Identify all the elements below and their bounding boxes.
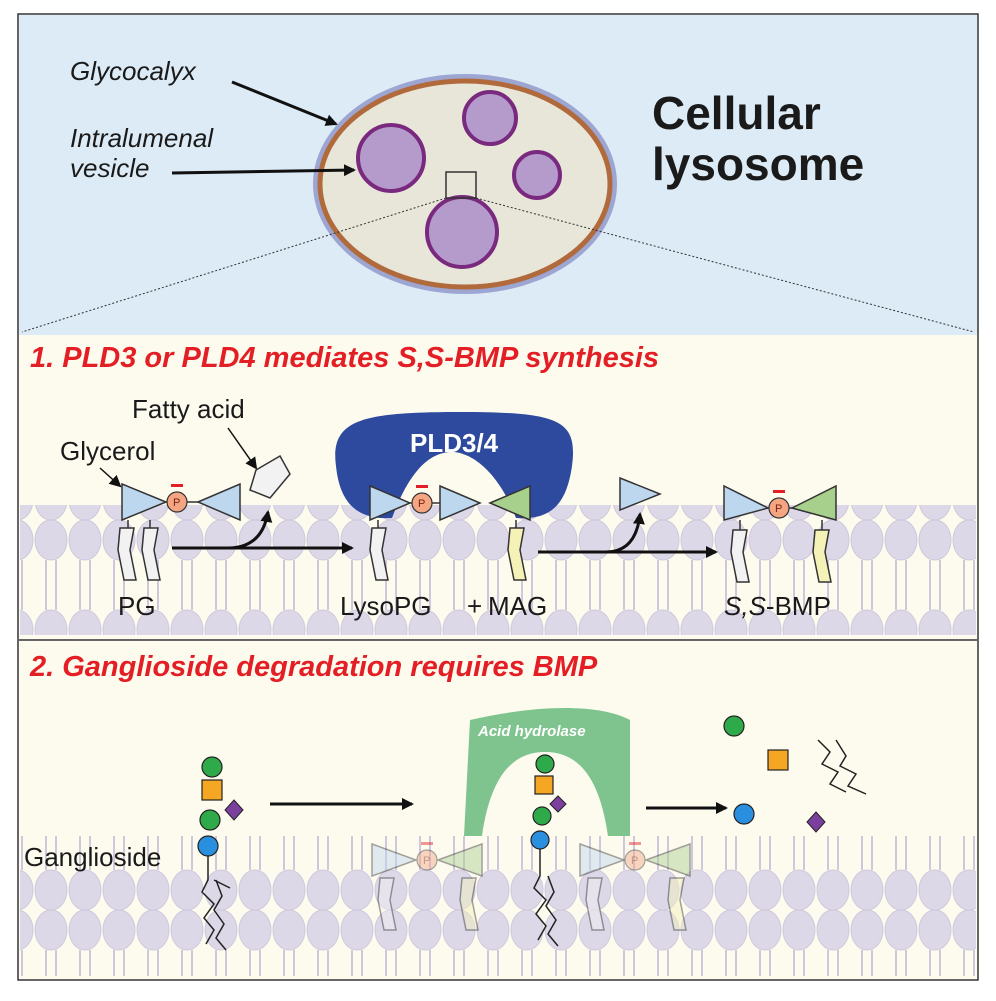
fatty-acid-chain xyxy=(117,527,137,581)
phosphate-label: P xyxy=(423,855,430,867)
released-ceramide xyxy=(817,739,847,793)
ilv-label-line1: Intralumenal xyxy=(70,123,214,153)
vesicle xyxy=(512,150,562,200)
sialic-acid xyxy=(224,799,244,821)
phosphate-label: P xyxy=(173,497,180,509)
glycerol-shape xyxy=(121,482,168,522)
ceramide-chain xyxy=(213,879,227,951)
zoom-box xyxy=(445,171,477,199)
ceramide-chain xyxy=(201,856,215,945)
galnac-sugar xyxy=(201,779,223,801)
glucose-sugar xyxy=(197,835,219,857)
fatty-acid-arrow xyxy=(227,427,258,470)
mag-molecule xyxy=(488,484,531,581)
mag-label: MAG xyxy=(488,591,547,621)
released-sugar xyxy=(723,715,745,737)
galactose-sugar xyxy=(199,809,221,831)
fatty-acid-chain xyxy=(141,527,161,581)
phosphate-charge xyxy=(171,484,183,487)
panel-1-heading: 1. PLD3 or PLD4 mediates S,S-BMP synthes… xyxy=(30,342,659,374)
panel-1: 1. PLD3 or PLD4 mediates S,S-BMP synthes… xyxy=(19,335,977,641)
fatty-acid-release-arrow xyxy=(227,510,273,550)
released-sugar xyxy=(733,803,755,825)
vesicle xyxy=(356,123,426,193)
released-sugar xyxy=(767,749,789,771)
pld34-label: PLD3/4 xyxy=(410,428,499,458)
glycocalyx-label: Glycocalyx xyxy=(70,56,197,86)
membrane-bilayer xyxy=(20,836,976,976)
glucose-sugar xyxy=(201,756,223,778)
glycerol-release-arrow xyxy=(605,512,645,554)
lysopg-molecule: P xyxy=(369,484,482,581)
phosphate-label: P xyxy=(775,503,782,515)
zoom-line-right xyxy=(475,197,975,333)
ganglioside-bound xyxy=(530,754,567,947)
lysosome-section: Glycocalyx Intralumenal vesicle Cellular… xyxy=(19,15,977,335)
vesicle xyxy=(425,195,499,269)
ilv-label-line2: vesicle xyxy=(70,153,149,183)
phosphate-label: P xyxy=(418,498,425,510)
acid-hydrolase-enzyme xyxy=(464,708,630,836)
pld34-enzyme xyxy=(335,412,574,519)
vesicle xyxy=(462,90,518,146)
figure-frame xyxy=(17,13,979,981)
ss-bmp-label: S,S-BMP xyxy=(724,591,831,621)
released-ceramide xyxy=(835,739,867,795)
panel-2: 2. Ganglioside degradation requires BMP … xyxy=(19,641,977,979)
released-fatty-acid xyxy=(249,454,291,499)
pg-label: PG xyxy=(118,591,156,621)
pg-molecule: P xyxy=(117,482,241,581)
ganglioside-molecule xyxy=(197,756,244,951)
released-glycerol xyxy=(619,476,663,512)
glycocalyx-arrow xyxy=(231,80,338,126)
acid-hydrolase-label: Acid hydrolase xyxy=(477,723,586,740)
ilv-arrow xyxy=(171,164,356,177)
lysosome-title-line2: lysosome xyxy=(652,138,864,190)
phosphate-label: P xyxy=(631,855,638,867)
plus-sign: + xyxy=(467,591,482,621)
released-sialic-acid xyxy=(806,811,826,833)
ss-bmp-molecule: P xyxy=(723,484,837,583)
panel-2-heading: 2. Ganglioside degradation requires BMP xyxy=(29,651,598,683)
glycerol-label: Glycerol xyxy=(60,436,155,466)
glycerol-shape xyxy=(196,482,241,522)
fatty-acid-label: Fatty acid xyxy=(132,394,245,424)
bmp-faded-right: P xyxy=(579,842,691,931)
glycerol-arrow xyxy=(99,467,122,488)
ganglioside-label: Ganglioside xyxy=(24,842,161,872)
bmp-faded-left: P xyxy=(371,842,483,931)
lysopg-label: LysoPG xyxy=(340,591,432,621)
lysosome-title-line1: Cellular xyxy=(652,87,821,139)
